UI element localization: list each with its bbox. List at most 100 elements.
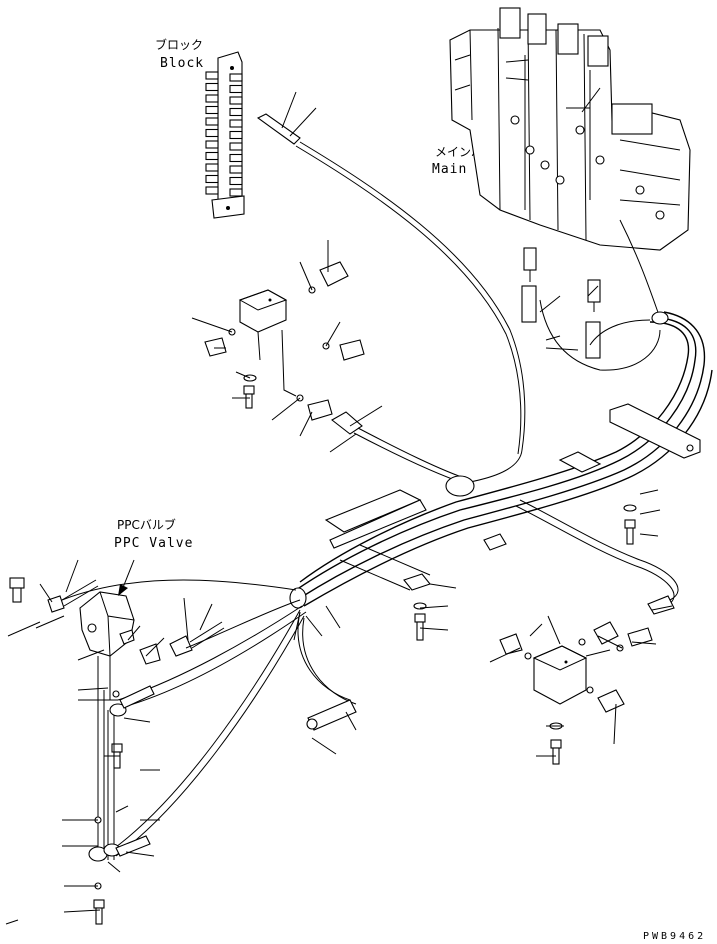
- block-port: [229, 119, 243, 128]
- block-label-jp: ブロック: [155, 38, 204, 52]
- block-port: [229, 153, 243, 163]
- leader-line: [145, 637, 165, 657]
- leader-line: [581, 87, 601, 113]
- leader-line: [489, 647, 521, 663]
- leader-line: [597, 635, 623, 649]
- elbow-fitting-icon: [204, 261, 365, 421]
- leader-line: [39, 583, 53, 603]
- leader-line: [77, 687, 109, 691]
- leader-line: [305, 615, 323, 637]
- leader-line: [235, 371, 251, 379]
- bracket-icon: [324, 403, 701, 591]
- leader-line: [65, 559, 79, 593]
- leader-line: [613, 703, 617, 745]
- block-port: [205, 151, 219, 161]
- block-port: [229, 130, 243, 140]
- leader-line: [107, 861, 121, 873]
- leader-line: [311, 737, 337, 755]
- block-port: [229, 107, 243, 117]
- junction-block-icon: [238, 289, 288, 333]
- leader-line: [639, 509, 661, 515]
- connector-fitting-icon: [306, 699, 357, 731]
- hose-icon: [295, 219, 713, 607]
- block-port: [229, 73, 243, 82]
- ppc-valve-label-en: PPC Valve: [114, 536, 194, 551]
- block-port: [205, 186, 219, 195]
- block-port: [229, 84, 243, 94]
- leader-line: [7, 621, 41, 637]
- block-port: [205, 94, 219, 103]
- block-port: [229, 165, 243, 174]
- clamp-icon: [88, 703, 127, 862]
- block-port: [205, 140, 219, 149]
- leader-line: [429, 583, 457, 589]
- leader-line: [199, 603, 213, 631]
- block-port: [205, 128, 219, 138]
- leader-line: [127, 625, 141, 641]
- leader-line: [505, 59, 529, 63]
- leader-line: [299, 411, 313, 437]
- leader-line: [547, 615, 561, 645]
- leader-line: [123, 717, 151, 723]
- leader-line: [325, 321, 341, 347]
- hose-icon: [331, 411, 471, 485]
- leader-line: [271, 397, 301, 421]
- leader-line: [183, 597, 189, 641]
- ppc-valve-label-jp: PPCバルブ: [117, 518, 176, 532]
- leader-line: [63, 909, 101, 913]
- leader-line: [325, 605, 341, 629]
- ppc-valve-icon: [79, 591, 135, 700]
- leader-line: [545, 335, 561, 341]
- leader-line: [539, 295, 561, 313]
- clamp-icon: [289, 311, 669, 609]
- drawing-code: PWB9462: [643, 931, 707, 942]
- leader-line: [585, 649, 611, 657]
- block-port: [205, 71, 219, 80]
- leader-line: [289, 107, 317, 137]
- connector-fitting-icon: [47, 579, 225, 665]
- leader-line: [5, 919, 19, 925]
- leader-line: [115, 805, 129, 813]
- control-valve-icon: [449, 7, 691, 251]
- block-label-en: Block: [160, 56, 205, 71]
- manifold-block-icon: [205, 51, 245, 219]
- block-port: [205, 174, 219, 184]
- block-port: [229, 96, 243, 105]
- leader-line: [529, 623, 543, 637]
- block-port: [205, 163, 219, 172]
- leader-line: [125, 851, 155, 857]
- block-port: [229, 176, 243, 186]
- block-port: [205, 117, 219, 126]
- o-ring-icon: [524, 638, 624, 694]
- hose-icon: [61, 579, 357, 857]
- leader-line: [293, 611, 301, 641]
- leader-line: [419, 627, 449, 631]
- bolt-icon: [243, 385, 255, 409]
- leader-line: [345, 711, 357, 731]
- leader-line: [191, 317, 233, 333]
- leader-line: [419, 605, 449, 609]
- leader-line: [35, 615, 65, 629]
- junction-block-icon: [532, 645, 588, 705]
- elbow-fitting-icon: [499, 595, 675, 713]
- leader-line: [77, 649, 105, 661]
- hose-icon: [256, 113, 526, 483]
- leader-line: [349, 405, 383, 427]
- leader-line: [631, 641, 657, 645]
- hose-icon: [115, 685, 155, 857]
- leader-lines: [5, 59, 673, 925]
- block-port: [229, 188, 243, 197]
- connector-fitting-icon: [521, 247, 601, 359]
- leader-line: [639, 489, 659, 495]
- block-port: [205, 82, 219, 92]
- block-port: [205, 105, 219, 115]
- leader-line: [329, 433, 357, 453]
- block-port: [229, 142, 243, 151]
- leader-line: [281, 91, 297, 129]
- leader-line: [587, 285, 599, 297]
- leader-line: [651, 605, 673, 611]
- leader-line: [639, 533, 659, 537]
- leader-line: [505, 77, 529, 81]
- leader-line: [545, 347, 579, 351]
